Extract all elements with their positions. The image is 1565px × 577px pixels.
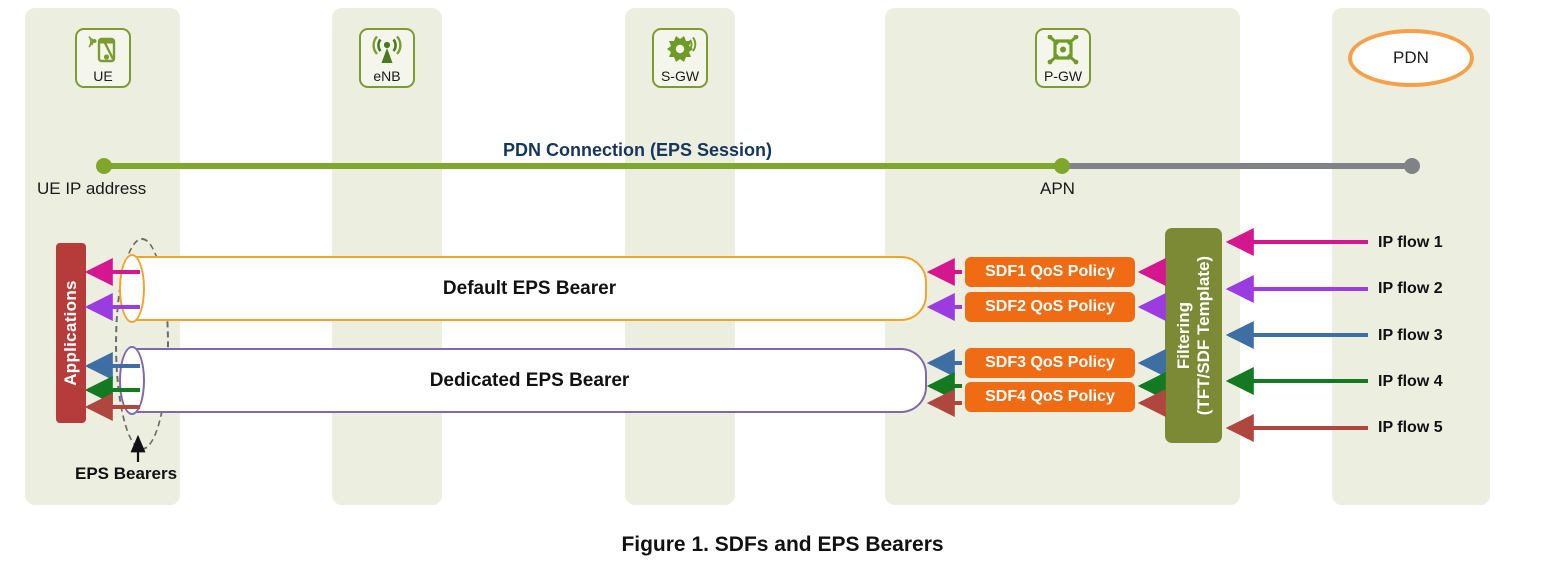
bearer-body bbox=[132, 256, 927, 321]
ip-flow-label-5: IP flow 5 bbox=[1378, 419, 1443, 436]
bearer-left-cap bbox=[119, 254, 145, 323]
pdn-endpoint-dot bbox=[1404, 158, 1420, 174]
pdn-oval[interactable]: PDN bbox=[1348, 29, 1474, 87]
figure-caption: Figure 1. SDFs and EPS Bearers bbox=[621, 533, 944, 556]
ue-ip-endpoint-dot bbox=[96, 158, 112, 174]
apn-label: APN bbox=[1040, 179, 1075, 198]
ue-ip-address-label: UE IP address bbox=[37, 179, 147, 198]
pdn-connection-green-segment bbox=[104, 163, 1064, 169]
ip-flow-label-1: IP flow 1 bbox=[1378, 234, 1443, 251]
applications-box[interactable]: Applications bbox=[56, 243, 86, 423]
sdf-policy-label: SDF4 QoS Policy bbox=[985, 388, 1115, 405]
sdf-policy-label: SDF1 QoS Policy bbox=[985, 263, 1115, 280]
bearer-body bbox=[132, 348, 927, 413]
sdf-policy-4[interactable]: SDF4 QoS Policy bbox=[965, 382, 1135, 412]
bearer-default[interactable]: Default EPS Bearer bbox=[119, 254, 927, 323]
pdn-connection-gray-segment bbox=[1062, 163, 1412, 169]
node-label: S-GW bbox=[660, 68, 700, 84]
bearer-left-cap bbox=[119, 346, 145, 415]
pdn-connection-label: PDN Connection (EPS Session) bbox=[503, 140, 773, 160]
gateway-node-icon bbox=[1037, 30, 1089, 69]
ip-flow-label-3: IP flow 3 bbox=[1378, 327, 1443, 344]
ip-flow-label-2: IP flow 2 bbox=[1378, 280, 1443, 297]
bearer-dedicated[interactable]: Dedicated EPS Bearer bbox=[119, 346, 927, 415]
filtering-box[interactable]: Filtering (TFT/SDF Template) bbox=[1165, 228, 1222, 443]
node-pgw[interactable]: P-GW bbox=[1035, 28, 1091, 88]
sdf-policy-1[interactable]: SDF1 QoS Policy bbox=[965, 257, 1135, 287]
panel-pdn bbox=[1332, 8, 1490, 505]
bearer-label: Dedicated EPS Bearer bbox=[429, 369, 630, 391]
node-enb[interactable]: eNB bbox=[359, 28, 415, 88]
node-ue[interactable]: UE bbox=[75, 28, 131, 88]
node-label: eNB bbox=[373, 68, 401, 84]
apn-endpoint-dot bbox=[1054, 158, 1070, 174]
node-sgw[interactable]: S-GW bbox=[652, 28, 708, 88]
antenna-tower-icon bbox=[361, 30, 413, 69]
sdf-policy-label: SDF2 QoS Policy bbox=[985, 298, 1115, 315]
node-label: UE bbox=[93, 68, 113, 84]
sdf-policy-3[interactable]: SDF3 QoS Policy bbox=[965, 348, 1135, 378]
sdf-policy-2[interactable]: SDF2 QoS Policy bbox=[965, 292, 1135, 322]
gear-wireless-icon bbox=[654, 30, 706, 69]
node-label: P-GW bbox=[1043, 68, 1083, 84]
sdf-policy-label: SDF3 QoS Policy bbox=[985, 354, 1115, 371]
pdn-label: PDN bbox=[1393, 48, 1429, 67]
mobile-device-icon bbox=[77, 30, 129, 69]
ip-flow-label-4: IP flow 4 bbox=[1378, 373, 1443, 390]
eps-bearers-annotation-label: EPS Bearers bbox=[75, 464, 178, 483]
bearer-label: Default EPS Bearer bbox=[442, 277, 617, 299]
